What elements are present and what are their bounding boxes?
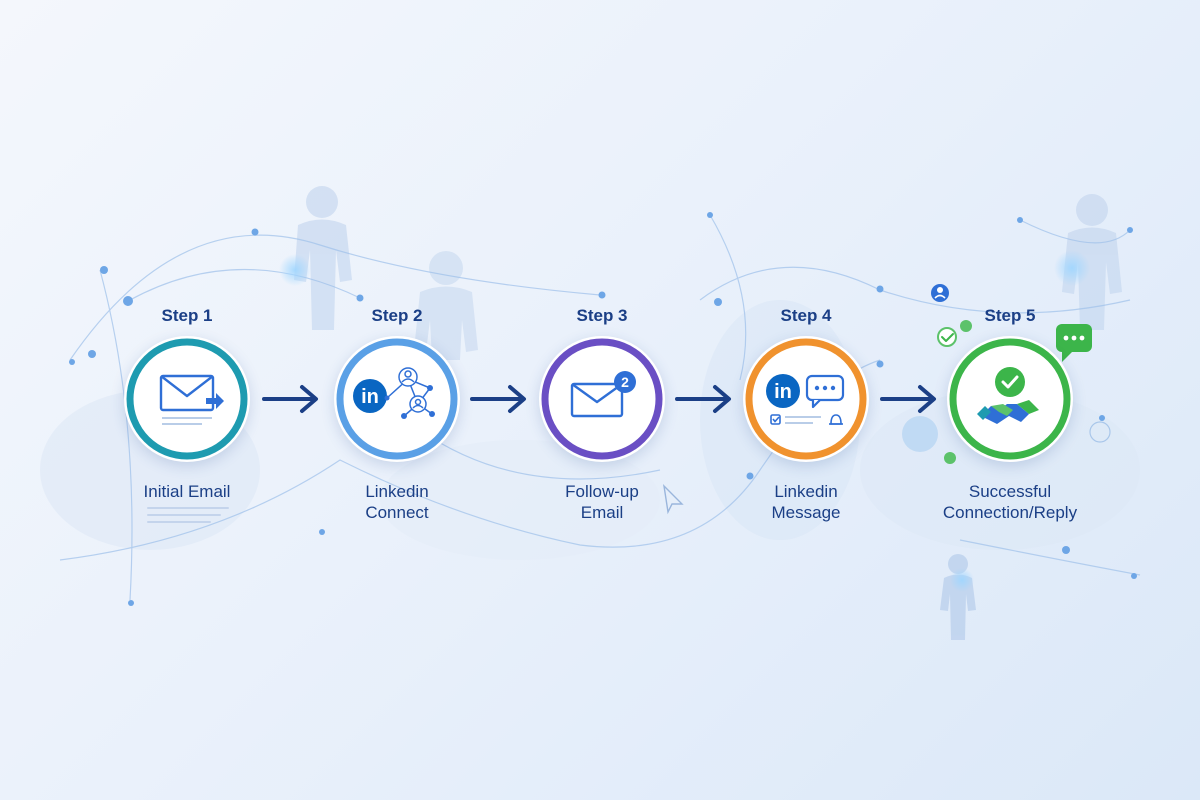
accent-bubble <box>1089 421 1111 443</box>
network-node <box>746 472 754 480</box>
network-node <box>1127 227 1133 233</box>
linkedin-message-icon: in <box>745 338 867 460</box>
linkedin-logo-text: in <box>774 381 792 403</box>
decorative-text-lines <box>147 507 229 523</box>
step-label: Step 2 <box>371 306 423 325</box>
step-title-line: Connection/Reply <box>942 503 1078 522</box>
network-node <box>128 600 134 606</box>
network-node <box>123 296 133 306</box>
step-title: Follow-up Email <box>482 481 722 523</box>
chat-bubble-icon <box>1056 324 1092 362</box>
network-node <box>714 298 722 306</box>
step-title-line: Successful <box>968 482 1052 501</box>
network-node <box>356 294 364 302</box>
step-title: Linkedin Message <box>686 481 926 523</box>
arrow-right-icon <box>470 385 526 413</box>
email-followup-icon: 2 <box>541 338 663 460</box>
step-label: Step 4 <box>780 306 832 325</box>
glow-node <box>950 568 974 592</box>
network-node <box>1062 546 1070 554</box>
network-node <box>598 291 606 299</box>
step-title-line: Message <box>771 503 841 522</box>
person-silhouette-icon <box>940 554 976 640</box>
network-node <box>69 359 75 365</box>
step-title-line: Initial Email <box>143 482 231 501</box>
network-node <box>100 266 108 274</box>
step-label: Step 1 <box>161 306 213 325</box>
network-node <box>876 360 884 368</box>
glow-node <box>1054 250 1090 286</box>
network-node <box>707 212 713 218</box>
background-blob <box>380 440 660 560</box>
step-title: Initial Email <box>67 481 307 502</box>
arrow-right-icon <box>880 385 936 413</box>
step-label: Step 3 <box>576 306 628 325</box>
step-title-line: Connect <box>365 503 429 522</box>
linkedin-logo-text: in <box>361 386 379 408</box>
network-node <box>1099 415 1105 421</box>
network-curve <box>69 234 601 361</box>
step-ring <box>947 336 1073 462</box>
linkedin-network-icon: in <box>336 338 458 460</box>
small-check-icon <box>937 327 957 347</box>
followup-count-badge: 2 <box>621 374 629 390</box>
network-node <box>319 529 325 535</box>
step-title-line: Follow-up <box>565 482 639 501</box>
network-node <box>88 350 96 358</box>
accent-bubble <box>902 416 938 452</box>
network-curve <box>709 214 747 381</box>
network-curve <box>1019 219 1131 244</box>
network-curve <box>129 268 361 301</box>
glow-node <box>279 254 311 286</box>
network-curve <box>99 269 133 601</box>
step-ring: 2 <box>539 336 665 462</box>
arrow-right-icon <box>262 385 318 413</box>
step-title-line: Email <box>580 503 624 522</box>
network-node <box>876 285 884 293</box>
arrow-right-icon <box>675 385 731 413</box>
step-ring: in <box>743 336 869 462</box>
handshake-success-icon <box>949 338 1071 460</box>
network-curve <box>959 539 1141 576</box>
small-profile-badge-icon <box>931 284 949 302</box>
network-node <box>1017 217 1023 223</box>
handshake-icon <box>977 400 1039 424</box>
step-ring: in <box>334 336 460 462</box>
person-silhouette-icon <box>294 186 352 330</box>
email-send-icon <box>126 338 248 460</box>
step-title: Linkedin Connect <box>277 481 517 523</box>
accent-bubble <box>960 320 972 332</box>
cursor-icon <box>662 483 684 515</box>
step-ring <box>124 336 250 462</box>
step-title-line: Linkedin <box>365 482 429 501</box>
accent-bubble <box>944 452 956 464</box>
step-label: Step 5 <box>984 306 1036 325</box>
step-title-line: Linkedin <box>774 482 838 501</box>
network-node <box>251 228 259 236</box>
step-title: Successful Connection/Reply <box>890 481 1130 523</box>
network-node <box>1131 573 1137 579</box>
network-curve <box>419 429 661 480</box>
